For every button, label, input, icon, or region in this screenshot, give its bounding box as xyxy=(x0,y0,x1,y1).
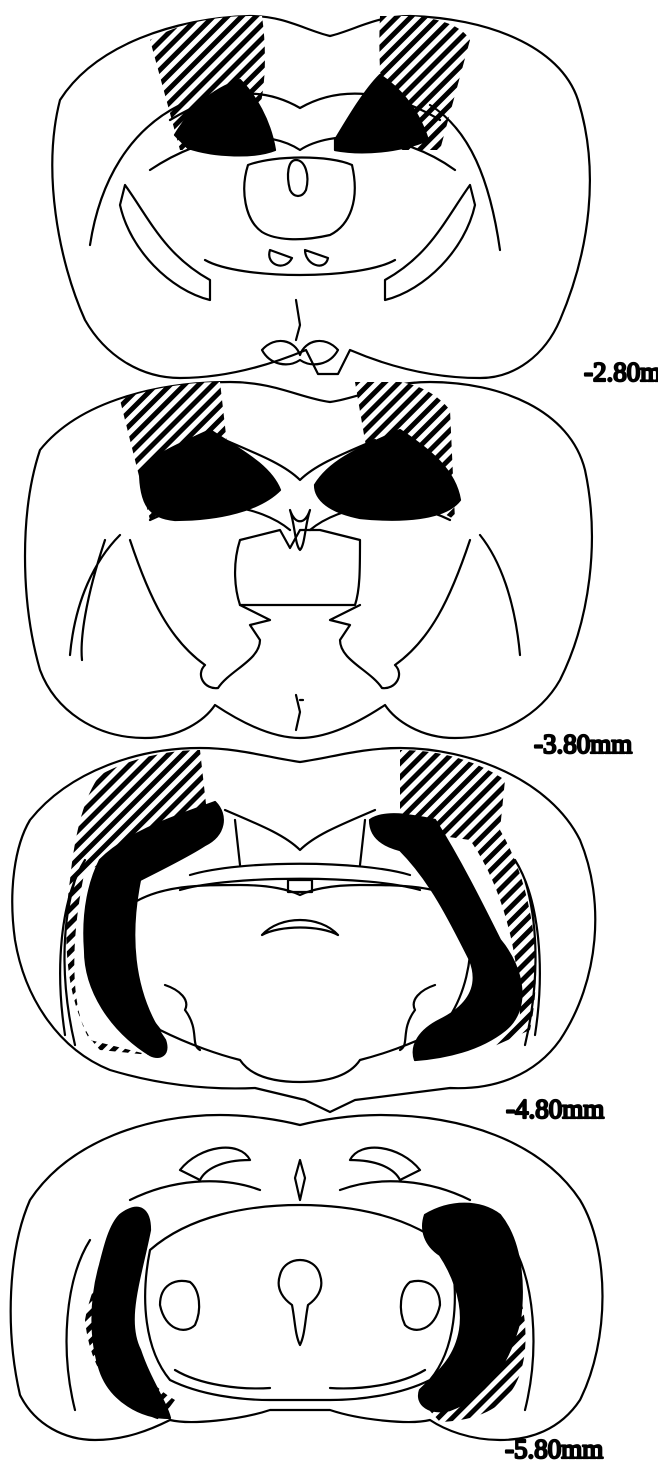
section-2-level-label: -3.80mm xyxy=(534,729,632,759)
section-4-level-label: -5.80mm xyxy=(505,1434,603,1460)
brain-section-2: -3.80mm xyxy=(25,382,632,759)
brain-section-3: -4.80mm xyxy=(12,748,604,1124)
section-1-level-label: -2.80mm xyxy=(584,357,658,387)
brain-section-4: -5.80mm xyxy=(11,1115,604,1460)
section-2-outline xyxy=(25,382,592,738)
section-3-level-label: -4.80mm xyxy=(506,1094,604,1124)
brain-section-1: -2.80mm xyxy=(52,16,658,387)
